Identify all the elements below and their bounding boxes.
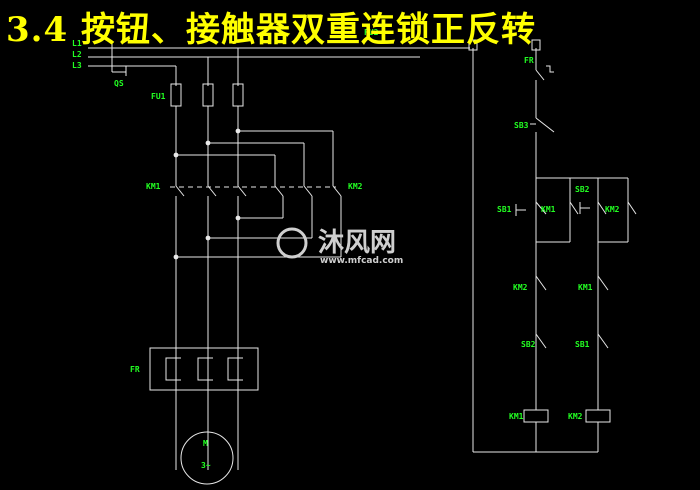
motor: [180, 431, 234, 485]
fr-thermal-relay: [149, 347, 259, 391]
km1-main-contacts: [170, 185, 262, 470]
sb3-stop-button: [530, 117, 555, 178]
main-circuit: [88, 44, 342, 485]
label-sb1-left: SB1: [497, 205, 512, 214]
label-motor: M: [203, 439, 208, 448]
label-l3: L3: [72, 61, 82, 70]
label-l2: L2: [72, 50, 82, 59]
watermark-brand: 沐风网: [318, 228, 396, 258]
page-title: 3.4 按钮、接触器双重连锁正反转: [6, 10, 536, 50]
label-km1-hold: KM1: [541, 205, 556, 214]
control-circuit: [208, 39, 637, 453]
km1-coil: [523, 409, 549, 423]
watermark: 沐风网 www.mfcad.com: [276, 227, 403, 266]
label-fu2: FU2: [364, 28, 379, 37]
fr-nc-contact: [535, 60, 554, 118]
fu1-fuses: [170, 83, 244, 107]
label-km2-coil: KM2: [568, 412, 583, 421]
label-motor-phase: 3~: [201, 461, 211, 470]
km2-coil: [585, 409, 611, 423]
label-km1-main: KM1: [146, 182, 161, 191]
qs-switch: [111, 44, 127, 76]
label-l1: L1: [72, 39, 82, 48]
label-fu1: FU1: [151, 92, 166, 101]
label-fr-ctrl: FR: [524, 56, 534, 65]
label-sb2-nc: SB2: [521, 340, 536, 349]
label-sb3: SB3: [514, 121, 529, 130]
watermark-url: www.mfcad.com: [320, 256, 403, 266]
label-fr-main: FR: [130, 365, 140, 374]
label-km2-hold: KM2: [605, 205, 620, 214]
label-km2-nc: KM2: [513, 283, 528, 292]
label-km2-main: KM2: [348, 182, 363, 191]
label-sb1-nc: SB1: [575, 340, 590, 349]
km2-main-contacts: [262, 185, 342, 257]
label-km1-nc: KM1: [578, 283, 593, 292]
label-sb2-right: SB2: [575, 185, 590, 194]
label-qs: QS: [114, 79, 124, 88]
label-km1-coil: KM1: [509, 412, 524, 421]
